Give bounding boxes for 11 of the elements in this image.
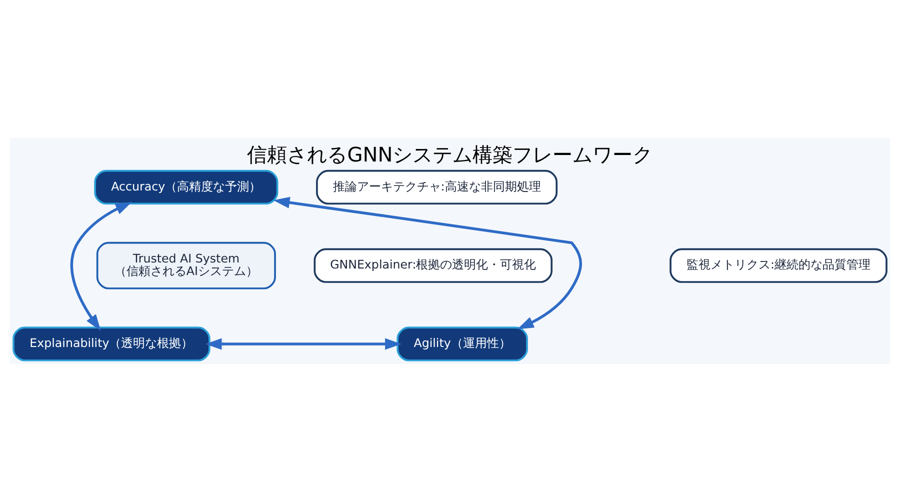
- node-box: Agility（運用性）: [396, 326, 528, 362]
- diagram-title: 信頼されるGNNシステム構築フレームワーク: [247, 142, 653, 166]
- node-box: 推論アーキテクチャ:高速な非同期処理: [316, 170, 558, 205]
- arrow: [273, 196, 582, 330]
- node-box: GNNExplainer:根拠の透明化・可視化: [314, 248, 553, 283]
- arrow: [70, 202, 132, 331]
- node-box: Accuracy（高精度な予測）: [94, 170, 278, 205]
- node-box: Trusted AI System （信頼されるAIシステム）: [96, 242, 276, 290]
- node-box: Explainability（透明な根拠）: [12, 326, 210, 362]
- node-box: 監視メトリクス:継続的な品質管理: [670, 248, 888, 283]
- arrow: [205, 338, 402, 350]
